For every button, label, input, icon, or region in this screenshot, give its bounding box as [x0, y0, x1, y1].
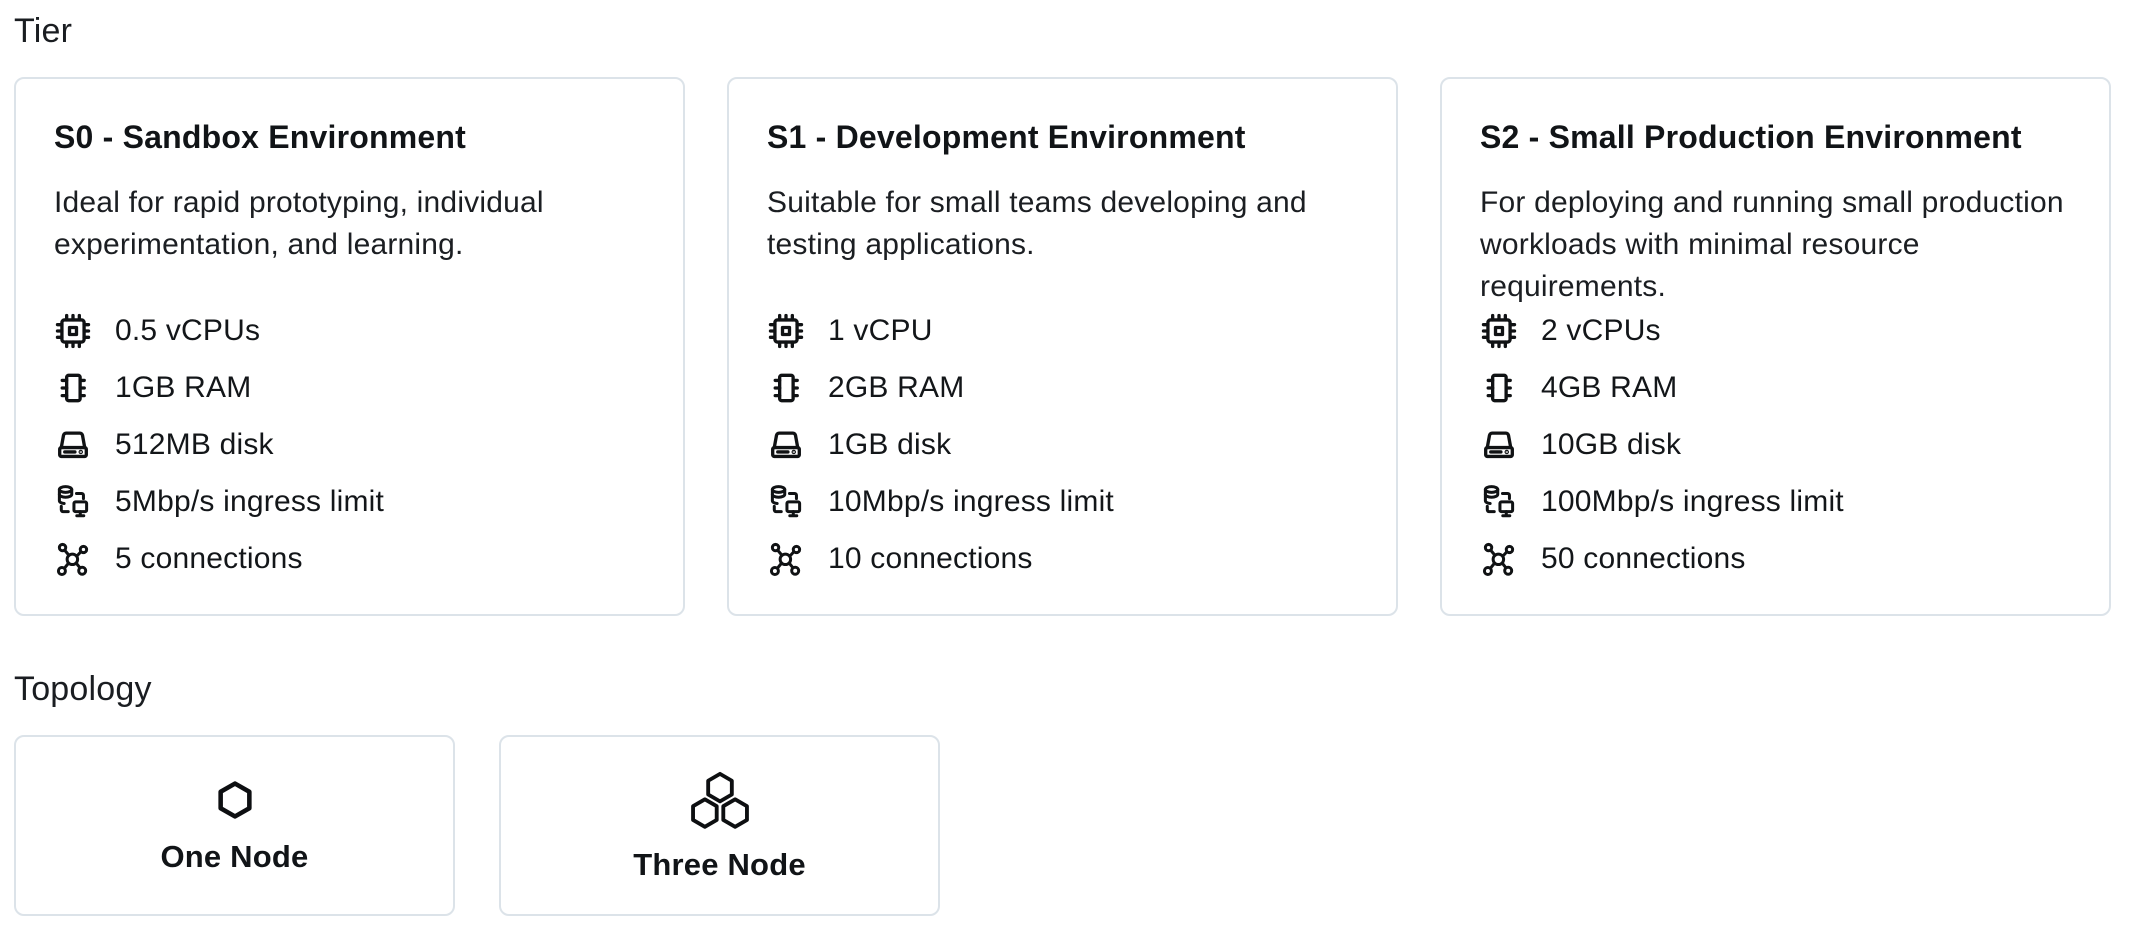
spec-text: 1 vCPU: [828, 314, 933, 347]
spec-text: 10GB disk: [1541, 428, 1682, 461]
disk-icon: [1484, 431, 1514, 459]
tier-card-s2[interactable]: S2 - Small Production Environment For de…: [1440, 77, 2111, 616]
spec-row-connections: 5 connections: [54, 540, 643, 578]
tier-section-label: Tier: [14, 12, 73, 50]
spec-row-disk: 10GB disk: [1480, 426, 2069, 464]
spec-row-disk: 1GB disk: [767, 426, 1356, 464]
spec-text: 1GB RAM: [115, 371, 252, 404]
tier-spec-list: 2 vCPUs 4GB RAM 10GB disk 100Mbp/s ingre…: [1480, 312, 2069, 578]
spec-text: 2 vCPUs: [1541, 314, 1661, 347]
cpu-icon: [768, 313, 804, 349]
tier-card-title: S2 - Small Production Environment: [1480, 119, 2022, 155]
tier-card-description: Ideal for rapid prototyping, individual …: [54, 186, 544, 261]
spec-row-ram: 2GB RAM: [767, 369, 1356, 407]
topology-card-three-node[interactable]: Three Node: [499, 735, 940, 916]
spec-text: 10Mbp/s ingress limit: [828, 485, 1114, 518]
spec-text: 100Mbp/s ingress limit: [1541, 485, 1844, 518]
topology-card-one-node[interactable]: One Node: [14, 735, 455, 916]
topology-card-label: One Node: [160, 838, 309, 874]
spec-text: 10 connections: [828, 542, 1033, 575]
cpu-icon: [1481, 313, 1517, 349]
tier-card-s0[interactable]: S0 - Sandbox Environment Ideal for rapid…: [14, 77, 685, 616]
tier-card-description: Suitable for small teams developing and …: [767, 186, 1307, 261]
ram-icon: [773, 373, 799, 403]
spec-text: 1GB disk: [828, 428, 952, 461]
one-node-hexagon-icon: [214, 777, 256, 823]
tier-card-title: S1 - Development Environment: [767, 119, 1246, 155]
spec-row-connections: 50 connections: [1480, 540, 2069, 578]
spec-row-ingress: 10Mbp/s ingress limit: [767, 483, 1356, 521]
disk-icon: [771, 431, 801, 459]
spec-text: 50 connections: [1541, 542, 1746, 575]
cpu-icon: [55, 313, 91, 349]
connections-icon: [1482, 542, 1515, 577]
spec-row-ingress: 100Mbp/s ingress limit: [1480, 483, 2069, 521]
spec-text: 5Mbp/s ingress limit: [115, 485, 385, 518]
spec-row-ram: 4GB RAM: [1480, 369, 2069, 407]
spec-text: 0.5 vCPUs: [115, 314, 261, 347]
topology-options-row: One Node Three Node: [14, 735, 2120, 916]
ingress-icon: [57, 485, 89, 518]
connections-icon: [56, 542, 89, 577]
ram-icon: [1486, 373, 1512, 403]
topology-section-label: Topology: [14, 670, 152, 708]
tier-card-description: For deploying and running small producti…: [1480, 186, 2064, 303]
spec-text: 2GB RAM: [828, 371, 965, 404]
spec-text: 512MB disk: [115, 428, 274, 461]
spec-row-connections: 10 connections: [767, 540, 1356, 578]
tier-card-title: S0 - Sandbox Environment: [54, 119, 466, 155]
spec-row-disk: 512MB disk: [54, 426, 643, 464]
tier-spec-list: 0.5 vCPUs 1GB RAM 512MB disk 5Mbp/s ingr…: [54, 312, 643, 578]
tier-spec-list: 1 vCPU 2GB RAM 1GB disk 10Mbp/s ingress …: [767, 312, 1356, 578]
disk-icon: [58, 431, 88, 459]
connections-icon: [769, 542, 802, 577]
spec-text: 5 connections: [115, 542, 303, 575]
spec-text: 4GB RAM: [1541, 371, 1678, 404]
tier-options-row: S0 - Sandbox Environment Ideal for rapid…: [14, 77, 2120, 616]
ingress-icon: [1483, 485, 1515, 518]
spec-row-vcpu: 2 vCPUs: [1480, 312, 2069, 350]
ingress-icon: [770, 485, 802, 518]
ram-icon: [60, 373, 86, 403]
spec-row-ram: 1GB RAM: [54, 369, 643, 407]
spec-row-vcpu: 0.5 vCPUs: [54, 312, 643, 350]
three-node-hexagons-icon: [690, 771, 749, 829]
spec-row-ingress: 5Mbp/s ingress limit: [54, 483, 643, 521]
topology-card-label: Three Node: [633, 846, 806, 882]
tier-card-s1[interactable]: S1 - Development Environment Suitable fo…: [727, 77, 1398, 616]
spec-row-vcpu: 1 vCPU: [767, 312, 1356, 350]
